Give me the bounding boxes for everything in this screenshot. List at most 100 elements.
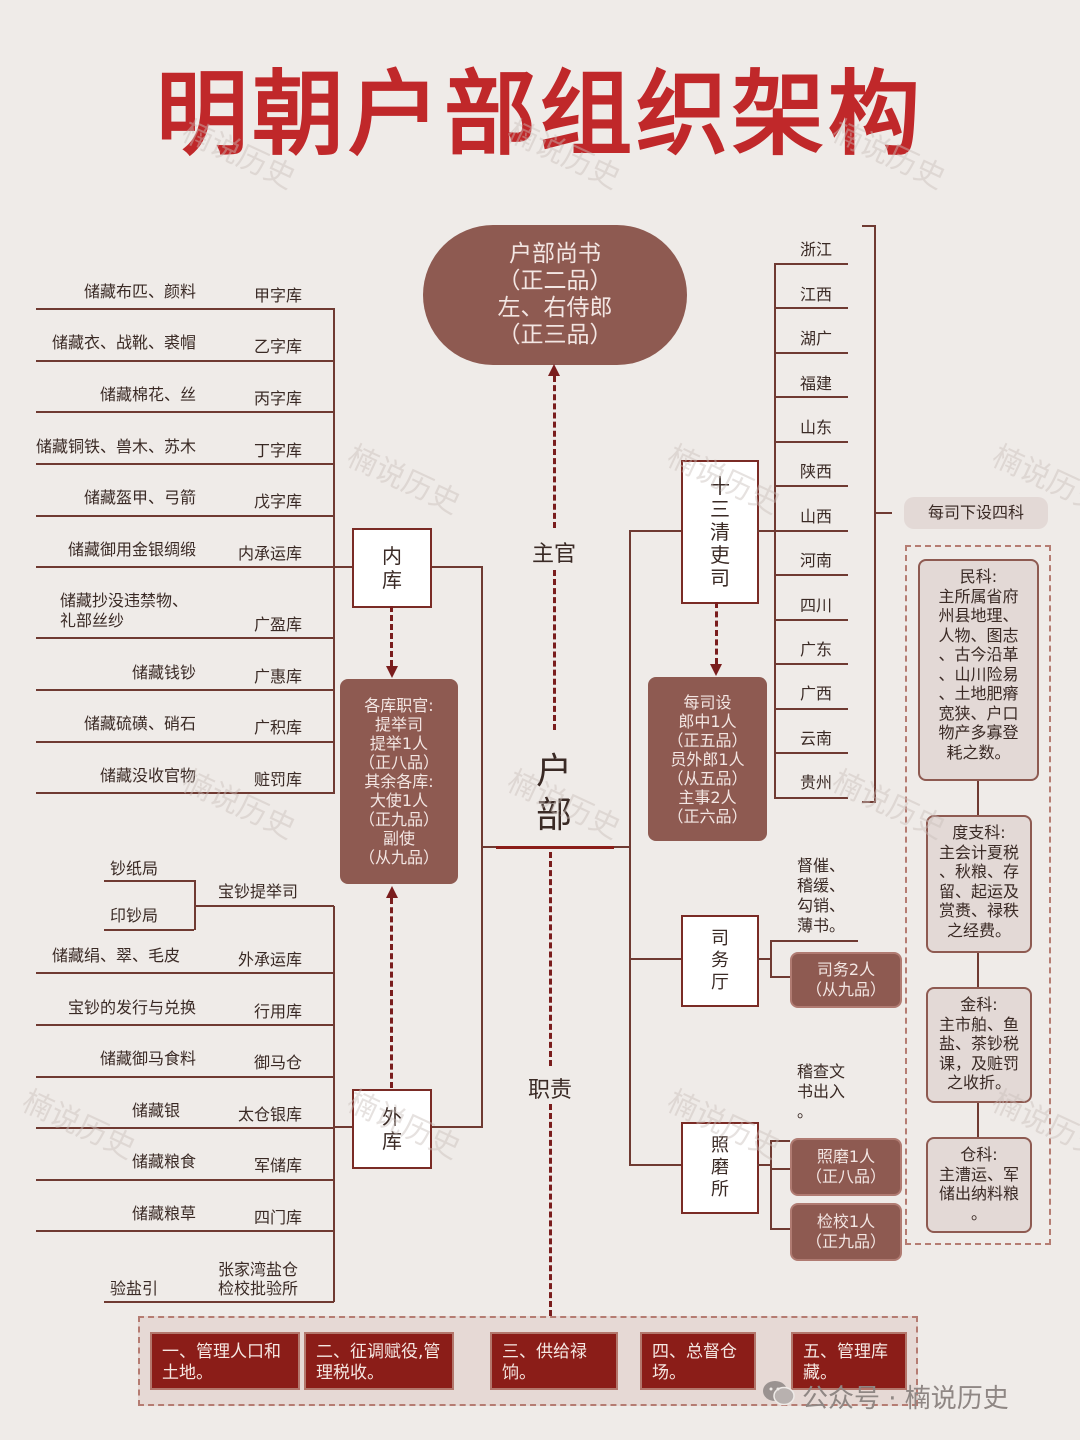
province: 河南: [800, 551, 833, 570]
dept-line: 留、起运及: [938, 881, 1019, 901]
affairs-duty-line: 督催、: [797, 856, 846, 875]
audit-bracket-v: [770, 1140, 772, 1228]
affairs-duty-line: 稽缓、: [797, 876, 846, 895]
affairs-label-char: 厅: [711, 972, 729, 993]
audit-bracket-bottom: [770, 1228, 790, 1230]
audit-duty-line: 书出入: [797, 1082, 846, 1101]
minister-line: （正二品）: [497, 268, 613, 294]
responsibility-item: 四、总督仓场。: [640, 1332, 756, 1390]
affairs-staff-line: 司务2人: [816, 960, 876, 979]
audit-staff-line: （正九品）: [805, 1232, 886, 1251]
store-underline: [36, 741, 334, 743]
affairs-duty-line: 薄书。: [797, 916, 846, 935]
store-name: 丁字库: [253, 441, 302, 460]
responsibility-item: 三、供给禄饷。: [490, 1332, 618, 1390]
dept-min: 民科: 主所属省府 州县地理、 人物、图志 、古今沿革 、山川险易 、土地肥瘠 …: [918, 559, 1039, 781]
outer-connector: [429, 1126, 482, 1128]
bureau-official-line: （正六品）: [667, 806, 748, 826]
store-desc: 宝钞的发行与兑换: [67, 998, 196, 1017]
dept-line: 、古今沿革: [938, 645, 1019, 664]
outer-stores-tick: [335, 1126, 352, 1128]
dept-line: 主所属省府: [938, 586, 1019, 606]
store-underline: [36, 411, 334, 413]
province: 山西: [800, 507, 833, 526]
store-name: 太仓银库: [237, 1105, 302, 1124]
store-name: 广积库: [253, 718, 302, 737]
duty-label: 职责: [528, 1078, 573, 1103]
bureau-label-char: 司: [710, 565, 730, 590]
dept-line: 人物、图志: [938, 625, 1019, 645]
minister-line: 户部尚书: [509, 241, 601, 267]
store-desc: 储藏衣、战靴、裘帽: [51, 333, 196, 352]
province-line: [774, 708, 848, 710]
official-line: 其余各库:: [364, 772, 434, 791]
store-underline: [36, 1230, 334, 1232]
treasure-sub-1-line: [104, 880, 194, 882]
store-desc: 储藏棉花、丝: [99, 385, 196, 404]
bureau-label-char: 十: [710, 473, 730, 498]
audit-connector: [631, 1164, 681, 1166]
arrow-down-icon: [386, 666, 398, 678]
page-title: 明朝户部组织架构: [155, 60, 924, 168]
store-desc: 储藏粮食: [131, 1152, 196, 1171]
dept-line: 、土地肥瘠: [938, 684, 1019, 703]
store-name: 乙字库: [253, 337, 302, 356]
store-name: 赃罚库: [253, 770, 302, 789]
store-name: 军储库: [253, 1156, 302, 1175]
store-underline: [36, 308, 334, 310]
audit-staff-line: 检校1人: [816, 1212, 876, 1231]
central-dashed-line-bottom: [549, 1104, 552, 1316]
wechat-icon: [762, 1380, 796, 1406]
dept-line: 度支科:: [952, 823, 1006, 842]
store-name: 甲字库: [253, 286, 302, 305]
bureau-dashed-line: [715, 602, 718, 664]
store-desc: 储藏粮草: [131, 1204, 196, 1223]
inner-store-label: 库: [382, 568, 402, 592]
bureau-officials-box: 每司设 郎中1人 （正五品） 员外郎1人 （从五品） 主事2人 （正六品）: [648, 677, 767, 841]
dept-line: 州县地理、: [938, 606, 1019, 625]
dept-line: 、山川险易: [938, 664, 1019, 684]
dept-connector: [977, 781, 979, 815]
outer-store-label: 库: [382, 1129, 402, 1153]
province: 广西: [800, 684, 833, 703]
responsibility-item: 五、管理库藏。: [791, 1332, 907, 1390]
store-underline: [36, 360, 334, 362]
bureau-official-line: （从五品）: [667, 768, 748, 788]
audit-staff-box-1: 照磨1人 （正八品）: [790, 1138, 902, 1196]
arrow-up-icon: [548, 364, 560, 376]
store-desc: 储藏绢、翠、毛皮: [51, 946, 180, 965]
provinces-bracket-bottom: [862, 801, 876, 803]
affairs-label-char: 司: [711, 928, 729, 949]
depts-frame: [905, 545, 1051, 1245]
salt-desc: 验盐引: [110, 1279, 159, 1298]
province-line: [774, 752, 848, 754]
affairs-staff-line: （从九品）: [805, 980, 886, 999]
province-line: [774, 663, 848, 665]
outer-store-box: 外 库: [352, 1089, 432, 1169]
store-underline: [36, 515, 334, 517]
store-underline: [36, 463, 334, 465]
province-line: [774, 396, 848, 398]
dept-line: 物产多寡登: [938, 723, 1019, 742]
province-line: [774, 619, 848, 621]
affairs-connector: [631, 958, 681, 960]
province-line: [774, 485, 848, 487]
hubu-char-2: 部: [536, 795, 573, 836]
left-bracket-vertical: [481, 566, 483, 1128]
audit-duty-line: 稽查文: [797, 1062, 846, 1081]
store-name: 丙字库: [253, 389, 302, 408]
affairs-duty-line: 勾销、: [797, 896, 846, 915]
arrow-down-icon: [710, 664, 722, 676]
minister-line: （正三品）: [497, 322, 613, 348]
treasure-bracket: [194, 880, 196, 930]
responsibility-item: 二、征调赋役,管理税收。: [304, 1332, 454, 1390]
bureau-official-line: 郎中1人: [678, 711, 737, 731]
audit-staff-line: 照磨1人: [816, 1147, 876, 1166]
store-desc: 储藏没收官物: [99, 766, 196, 785]
right-bracket-vertical: [629, 530, 631, 1166]
audit-staff-box-2: 检校1人 （正九品）: [790, 1203, 902, 1261]
store-desc: 储藏御马食料: [99, 1049, 196, 1068]
store-underline: [36, 1076, 334, 1078]
audit-label-char: 所: [711, 1179, 729, 1200]
provinces-to-depts: [876, 512, 892, 514]
